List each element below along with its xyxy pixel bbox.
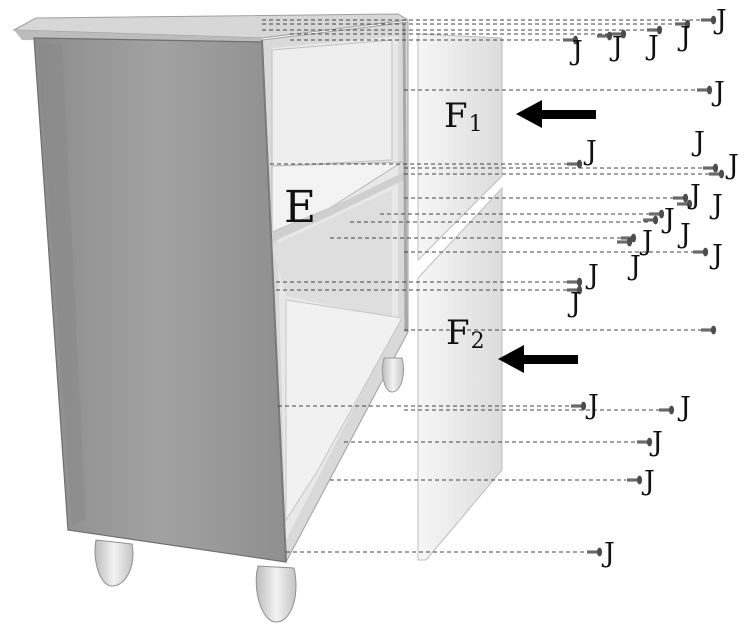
label-panel-f2: F2 — [446, 313, 485, 354]
bun-foot-icon — [381, 357, 405, 393]
cabinet-e — [12, 13, 410, 564]
screw-icon — [693, 247, 709, 257]
label-panel-f1-letter: F — [444, 96, 468, 136]
label-screw-j: J — [609, 32, 623, 63]
label-panel-f1-sub: 1 — [469, 112, 483, 137]
screw-icon — [567, 159, 583, 169]
bun-foot-icon — [94, 539, 134, 587]
label-screw-j: J — [661, 204, 675, 235]
label-panel-f1: F1 — [444, 96, 483, 137]
label-screw-j: J — [627, 251, 641, 282]
screw-icon — [643, 215, 659, 225]
screw-icon — [703, 163, 719, 173]
label-panel-f2-sub: 2 — [471, 329, 485, 354]
screw-icon — [659, 405, 675, 415]
label-screw-j: J — [709, 240, 723, 271]
screw-icon — [597, 31, 613, 41]
label-screw-j: J — [687, 180, 701, 211]
label-screw-j: J — [639, 226, 653, 257]
screw-icon — [571, 401, 587, 411]
screw-icon — [673, 193, 689, 203]
screw-icon — [637, 437, 653, 447]
screw-icon — [587, 547, 603, 557]
bun-foot-icon — [255, 565, 297, 623]
label-cabinet-e: E — [284, 182, 316, 233]
screw-icon — [701, 15, 717, 25]
label-screw-j: J — [585, 390, 599, 421]
label-screw-j: J — [601, 538, 615, 569]
label-screw-j: J — [713, 5, 727, 36]
label-screw-j: J — [641, 466, 655, 497]
label-screw-j: J — [649, 427, 663, 458]
label-screw-j: J — [645, 31, 659, 62]
arrow-left-icon — [498, 345, 578, 373]
label-screw-j: J — [711, 77, 725, 108]
label-screw-j: J — [569, 36, 583, 67]
label-screw-j: J — [691, 127, 705, 158]
label-screw-j: J — [677, 392, 691, 423]
label-screw-j: J — [677, 22, 691, 53]
screw-icon — [701, 325, 717, 335]
screw-icon — [627, 475, 643, 485]
screw-labels: J J J J J J J J J J J J J J J J J J J J … — [567, 5, 739, 569]
label-screw-j: J — [583, 136, 597, 167]
label-screw-j: J — [567, 288, 581, 319]
screw-icon — [697, 85, 713, 95]
screw-icon — [567, 277, 583, 287]
label-screw-j: J — [677, 219, 691, 250]
back-panel-f2 — [417, 186, 503, 561]
arrow-left-icon — [516, 100, 596, 128]
label-screw-j: J — [725, 150, 739, 181]
label-panel-f2-letter: F — [446, 313, 470, 353]
label-screw-j: J — [585, 260, 599, 291]
leader-lines — [262, 19, 720, 553]
label-screw-j: J — [709, 190, 723, 221]
